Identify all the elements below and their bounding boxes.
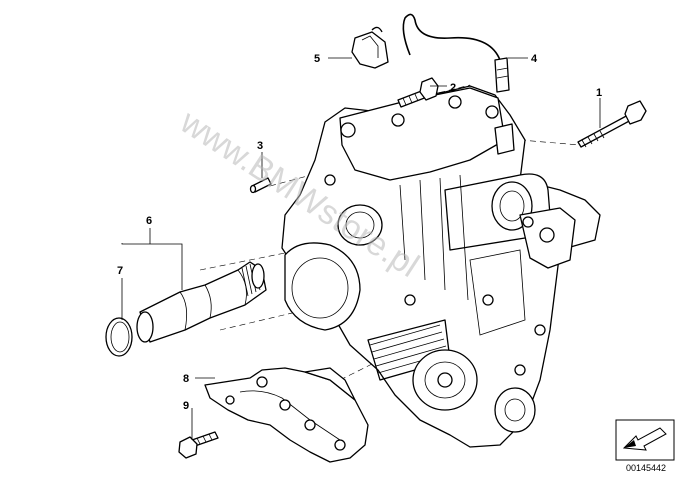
callout-7: 7 [117,265,123,277]
part-2-bolt[interactable] [397,77,439,108]
arrow-box-icon[interactable] [615,419,675,461]
leader-lines [121,57,601,440]
transfer-case-housing[interactable] [281,85,601,448]
callout-2: 2 [450,82,456,94]
callout-5: 5 [314,53,320,65]
callout-9: 9 [183,400,189,412]
callout-6: 6 [146,215,152,227]
callout-1: 1 [596,87,602,99]
part-4-sensor-cable[interactable] [402,13,510,93]
callout-8: 8 [183,373,189,385]
callout-3: 3 [257,140,263,152]
part-9-bolt[interactable] [178,431,219,459]
part-7-seal-ring[interactable] [105,317,133,357]
callout-labels: 1 2 3 4 5 6 7 8 9 [117,53,602,412]
part-6-output-shaft[interactable] [136,261,267,343]
reference-number: 00145442 [626,463,666,473]
part-8-bracket[interactable] [204,367,369,463]
part-3-dowel-pin[interactable] [249,177,272,194]
part-5-clip[interactable] [351,26,389,69]
callout-4: 4 [531,53,538,65]
part-1-bolt[interactable] [577,100,647,148]
